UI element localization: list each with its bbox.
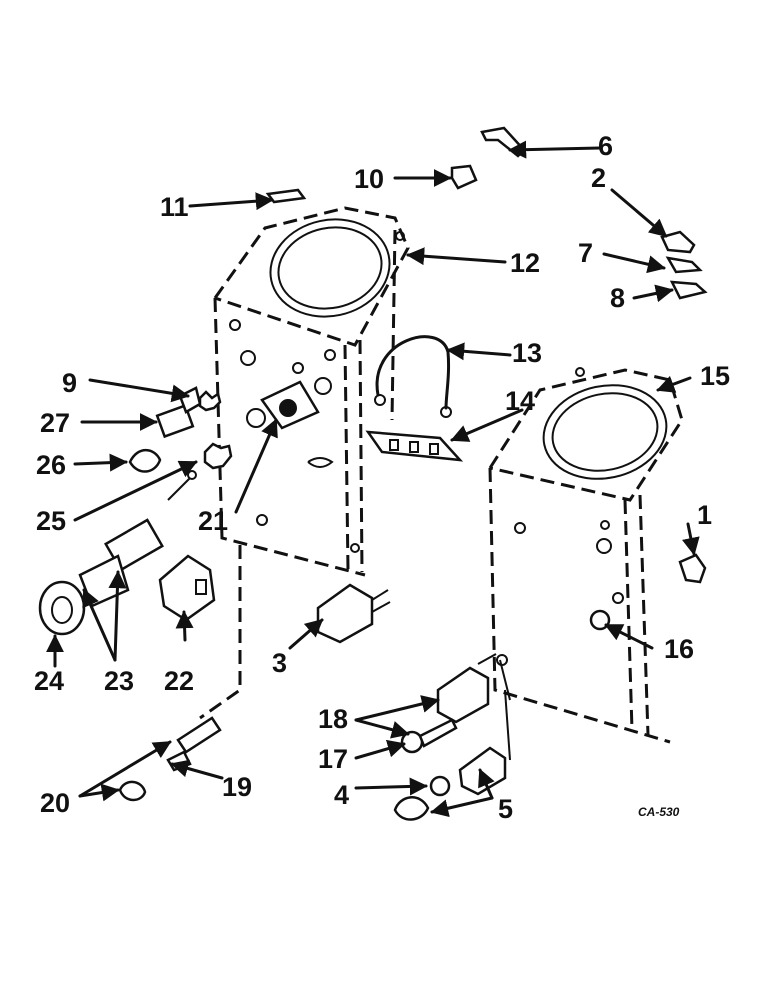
- part-21-switch-plate: [260, 380, 320, 430]
- callout-21: 21: [198, 506, 228, 536]
- part-5-lens: [393, 796, 430, 821]
- callout-5: 5: [498, 794, 513, 824]
- callout-4: 4: [334, 780, 349, 810]
- right-panel-housing: [488, 367, 684, 744]
- callout-27: 27: [40, 408, 70, 438]
- callout-26: 26: [36, 450, 66, 480]
- part-1-clip: [678, 553, 707, 584]
- callout-8: 8: [610, 283, 625, 313]
- part-6-bracket: [480, 126, 526, 158]
- part-13-wire-lead: [374, 335, 452, 418]
- callout-12: 12: [510, 248, 540, 278]
- callout-17: 17: [318, 744, 348, 774]
- callout-23: 23: [104, 666, 134, 696]
- callout-11: 11: [160, 192, 189, 222]
- callout-22: 22: [164, 666, 194, 696]
- part-24-knob: [38, 580, 86, 636]
- callout-19: 19: [222, 772, 252, 802]
- part-2-clip: [660, 230, 708, 300]
- part-17-key: [400, 718, 458, 754]
- part-4-bulb: [429, 775, 451, 797]
- callout-16: 16: [664, 634, 694, 664]
- part-9-gasket: [198, 390, 222, 412]
- callout-7: 7: [578, 238, 593, 268]
- callout-13: 13: [512, 338, 542, 368]
- callout-9: 9: [62, 368, 77, 398]
- callout-10: 10: [354, 164, 384, 194]
- leader-lines: [46, 140, 700, 818]
- callout-6: 6: [598, 131, 613, 161]
- part-18-ignition-switch: [436, 653, 497, 724]
- callout-1: 1: [697, 500, 712, 530]
- part-25-gasket: [203, 442, 233, 470]
- callout-20: 20: [40, 788, 70, 818]
- connector-dash-left: [199, 545, 242, 720]
- drawing-code: CA-530: [638, 805, 680, 819]
- callout-15: 15: [700, 361, 730, 391]
- left-panel-housing: [213, 206, 410, 577]
- part-22-rotary-switch: [158, 554, 216, 622]
- part-20-lens: [118, 780, 147, 802]
- part-19-bulb: [166, 716, 222, 772]
- callout-25: 25: [36, 506, 66, 536]
- callout-3: 3: [272, 648, 287, 678]
- callout-14: 14: [505, 386, 535, 416]
- callout-labels: 1 2 3 4 5 6 7 8 9 10 11 12 13 14 15 16 1…: [34, 131, 730, 824]
- callout-18: 18: [318, 704, 348, 734]
- part-14-terminal-block: [365, 430, 464, 462]
- part-26-lens: [128, 448, 162, 473]
- part-10-bracket: [450, 164, 478, 190]
- callout-24: 24: [34, 666, 64, 696]
- part-3-switch: [316, 583, 391, 644]
- callout-2: 2: [591, 163, 606, 193]
